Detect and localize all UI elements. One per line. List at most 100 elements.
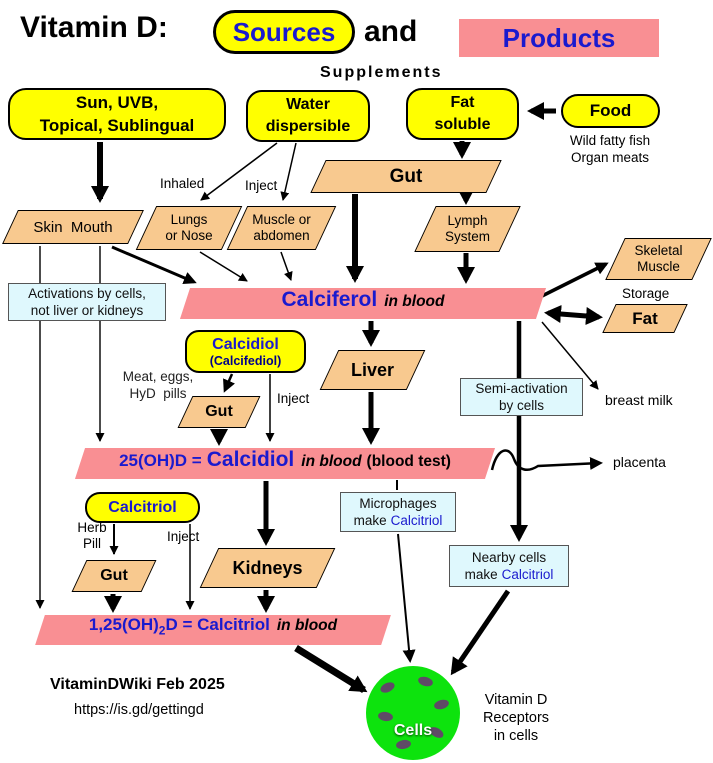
source-sun-box: Sun, UVB, Topical, Sublingual [8,88,226,140]
organ-liver: Liver [329,350,416,390]
skin-mouth-label: Skin Mouth [33,218,113,236]
breast-milk-label: breast milk [605,392,673,408]
microphages-product: Calcitriol [390,513,443,528]
microphages-line1: Microphages [359,496,437,511]
sun-line2: Topical, Sublingual [39,116,195,135]
muscle-line2: abdomen [253,228,310,243]
herb-label: Herb [77,520,107,535]
url-text: https://is.gd/gettingd [74,702,204,718]
arrow-lungs-to-calciferol [199,251,248,282]
inject-label-top: Inject [245,178,278,193]
activations-line1: Activations by cells, [28,286,146,301]
food-note1: Wild fatty fish [569,133,651,148]
calciferol-bar-name: Calciferol [281,288,378,311]
source-food-oval: Food [561,94,660,128]
lungs-line1: Lungs [170,212,208,227]
cells-label: Cells [393,722,433,739]
products-badge-label: Products [502,22,616,53]
calcitriol-bar-formula: 1,25(OH)2D = Calcitriol [88,615,270,638]
herb-pill-note: Herb Pill [70,520,114,552]
calcidiol-bar-bloodtest: (blood test) [366,453,451,470]
arrow-calcitriol-bar-to-cells [294,645,368,693]
gut-top-label: Gut [389,165,423,187]
credit-text: VitaminDWiki Feb 2025 [50,676,225,693]
calciferol-bar-inblood: in blood [384,293,445,310]
arrow-microphages-to-cells [397,533,416,663]
inject-label-mid: Inject [277,391,310,406]
arrow-calciferol-to-breast-milk [541,321,599,390]
muscle-line1: Muscle or [252,212,311,227]
food-label: Food [589,101,632,120]
organ-lungs-nose: Lungs or Nose [146,206,232,250]
kidneys-label: Kidneys [232,557,303,578]
source-fat-soluble-box: Fat soluble [406,88,519,140]
calcitriol-bar-inblood: in blood [276,617,338,634]
arrow-water-to-muscle [280,142,297,201]
fat-line1: Fat [450,94,475,111]
water-line2: dispersible [265,118,351,135]
lungs-line2: or Nose [165,228,213,243]
nearby-cells-product: Calcitriol [501,567,554,582]
sources-badge: Sources [213,10,355,54]
calcidiol-bar-prefix: 25(OH)D = [119,451,202,470]
organ-gut-bottom: Gut [79,560,149,592]
semi-activation-line1: Semi-activation [475,381,568,396]
arrow-calciferol-fat-storage [544,305,603,325]
fat-storage-label: Fat [632,308,658,328]
arrow-water-to-lungs [200,142,278,201]
title-conjunction: and [364,15,418,48]
source-water-dispersible-box: Water dispersible [246,90,370,142]
inject-label-bottom: Inject [167,529,200,544]
arrow-skin-to-calciferol [111,245,197,285]
cells-circle: Cells [366,666,460,760]
pill-label: Pill [82,536,101,551]
arrow-calciferol-to-skeletal-muscle [541,262,609,298]
sources-badge-label: Sources [232,16,336,47]
calciferol-in-blood-bar: Calciferol in blood [185,288,541,319]
nearby-cells-line1: Nearby cells [471,550,547,565]
inhaled-label: Inhaled [160,176,205,191]
sun-line1: Sun, UVB, [75,93,159,112]
skeletal-line2: Muscle [637,259,680,274]
skeletal-line1: Skeletal [634,243,683,258]
calcidiol-product-label: Calcidiol (Calcifediol) [185,330,306,373]
activations-by-cells-note: Activations by cells, not liver or kidne… [8,283,166,321]
nearby-cells-make: make [464,567,498,582]
organ-lymph-system: Lymph System [425,206,510,252]
supplements-heading: Supplements [320,64,443,81]
calcidiol-bar-inblood: in blood [301,453,362,470]
receptor-dot [417,675,434,688]
liver-label: Liver [350,359,395,380]
receptors-note-line2: Receptors [482,710,550,726]
microphages-make: make [353,513,387,528]
receptors-note-line3: in cells [493,728,539,744]
receptors-note-line1: Vitamin D [484,692,548,708]
calcidiol-bar-name: Calcidiol [206,448,295,471]
receptor-dot [433,698,450,711]
lymph-line1: Lymph [447,213,488,228]
gut-mid-label: Gut [205,403,233,420]
organ-muscle-abdomen: Muscle or abdomen [237,206,326,250]
meat-line2: HyD pills [129,386,187,401]
organ-gut-mid: Gut [185,396,253,428]
calcitriol-name: Calcitriol [108,498,177,516]
meat-eggs-pills-note: Meat, eggs, HyD pills [110,368,206,402]
receptor-dot [378,680,397,695]
food-examples-note: Wild fatty fish Organ meats [547,132,673,166]
organ-fat-storage: Fat [609,304,681,333]
vitamin-d-receptors-note: Vitamin D Receptors in cells [460,691,572,745]
organ-kidneys: Kidneys [209,548,326,588]
arrow-calcidiol-bar-to-placenta [490,449,603,472]
calcidiol-alt-name: (Calcifediol) [209,353,282,368]
receptor-dot [377,711,394,722]
activations-line2: not liver or kidneys [30,303,144,318]
food-note2: Organ meats [570,150,650,165]
products-badge: Products [459,19,659,57]
meat-line1: Meat, eggs, [122,369,194,384]
arrow-calcidiol-label-to-gut [223,373,235,393]
